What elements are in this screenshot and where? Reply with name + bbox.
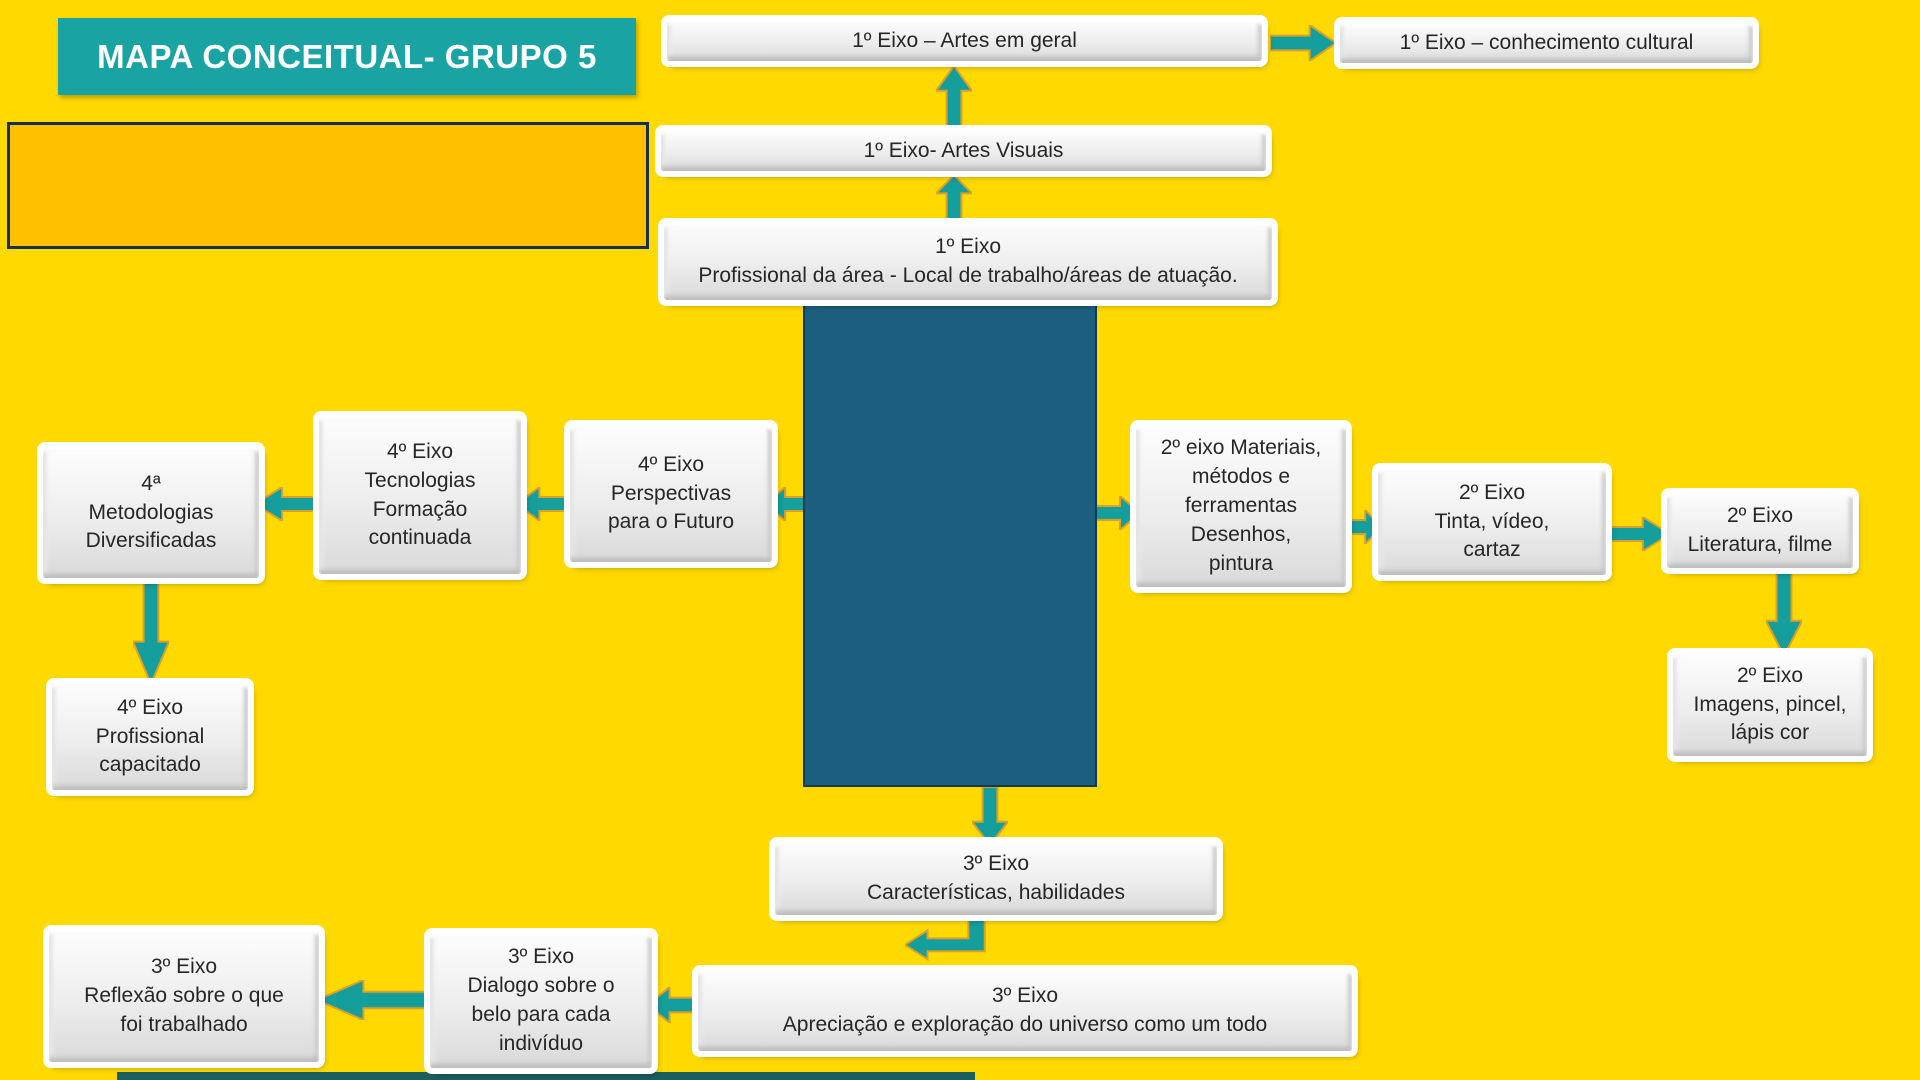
node-eixo1-profissional-area: 1º Eixo Profissional da área - Local de … — [664, 224, 1272, 300]
node-eixo1-conhecimento-cultural: 1º Eixo – conhecimento cultural — [1340, 23, 1753, 63]
arrow-up-icon — [936, 66, 972, 128]
bottom-strip — [117, 1072, 975, 1080]
arrow-down-icon — [972, 787, 1008, 845]
node-eixo1-artes-em-geral: 1º Eixo – Artes em geral — [667, 21, 1262, 61]
node-eixo3-reflexao: 3º Eixo Reflexão sobre o que foi trabalh… — [49, 931, 319, 1062]
arrow-down-icon — [1766, 568, 1802, 656]
node-eixo3-caracteristicas: 3º Eixo Características, habilidades — [775, 843, 1217, 915]
arrow-right-icon — [1270, 25, 1336, 61]
node-eixo3-dialogo: 3º Eixo Dialogo sobre o belo para cada i… — [430, 934, 652, 1068]
arrow-elbow-down-left-icon — [905, 916, 997, 964]
node-eixo2-tinta-video: 2º Eixo Tinta, vídeo, cartaz — [1378, 469, 1606, 575]
map-title: MAPA CONCEITUAL- GRUPO 5 — [58, 18, 636, 95]
node-eixo4-capacitado: 4º Eixo Profissional capacitado — [52, 684, 248, 790]
arrow-right-icon — [1090, 496, 1140, 530]
node-eixo4-tecnologias: 4º Eixo Tecnologias Formação continuada — [319, 417, 521, 574]
arrow-down-icon — [133, 578, 169, 684]
node-eixo2-literatura-filme: 2º Eixo Literatura, filme — [1667, 494, 1853, 568]
arrow-left-icon — [517, 487, 573, 521]
node-eixo2-materiais: 2º eixo Materiais, métodos e ferramentas… — [1136, 426, 1346, 587]
node-eixo2-imagens-pincel: 2º Eixo Imagens, pincel, lápis cor — [1673, 654, 1867, 756]
arrow-right-icon — [1340, 510, 1382, 544]
arrow-left-icon — [648, 987, 702, 1023]
node-eixo3-apreciacao: 3º Eixo Apreciação e exploração do unive… — [698, 971, 1352, 1051]
arrow-left-icon — [317, 980, 433, 1020]
node-eixo4-perspectivas: 4º Eixo Perspectivas para o Futuro — [570, 426, 772, 562]
node-eixo4-metodologias: 4ª Metodologias Diversificadas — [43, 448, 259, 578]
arrow-right-icon — [1602, 517, 1670, 551]
arrow-left-icon — [255, 487, 323, 521]
empty-gold-box — [7, 122, 649, 249]
arrow-up-icon — [936, 175, 972, 221]
node-eixo1-artes-visuais: 1º Eixo- Artes Visuais — [661, 131, 1266, 171]
center-dark-box — [803, 303, 1097, 787]
